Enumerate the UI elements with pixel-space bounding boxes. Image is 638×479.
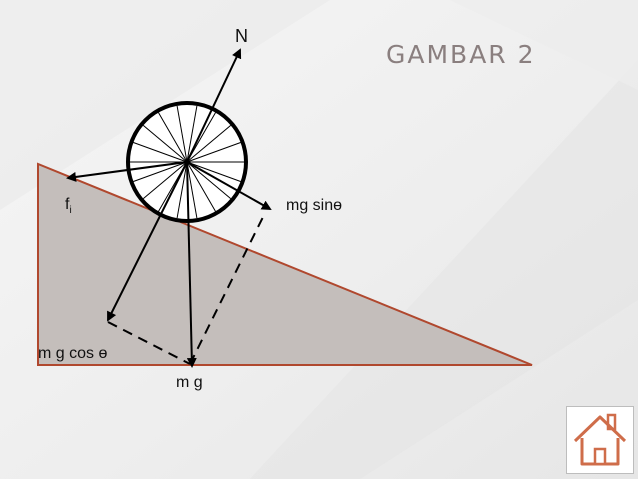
wheel-spoke: [186, 161, 232, 199]
label-friction-subscript: i: [69, 205, 72, 217]
wheel-spoke: [186, 161, 198, 219]
inclined-plane: [37, 162, 533, 366]
wheel-spoke: [158, 112, 188, 163]
label-weight: m g: [176, 374, 203, 391]
wheel-spoke: [142, 161, 188, 199]
home-button[interactable]: [566, 406, 634, 474]
label-normal-force: N: [235, 26, 248, 46]
mg-cos-arrow: [107, 161, 188, 322]
wheel-spoke: [133, 142, 188, 163]
label-mg-cos: m g cos ɵ: [38, 345, 108, 362]
dashed-line-sin: [189, 212, 266, 365]
label-mg-sin: mg sinɵ: [286, 197, 343, 214]
wheel-spoke: [186, 161, 216, 212]
wheel-spoke: [186, 161, 241, 182]
weight-arrow: [186, 161, 197, 368]
dashed-line-cos: [107, 321, 191, 365]
label-friction-main: f: [65, 196, 70, 213]
slide-title: GAMBAR 2: [386, 40, 536, 69]
normal-force-arrow: [186, 48, 242, 163]
wheel-spoke: [133, 161, 188, 182]
wheel-spoke: [186, 142, 241, 163]
wheel-spoke: [186, 125, 232, 163]
friction-arrow: [66, 161, 188, 182]
wheel-spoke: [186, 105, 198, 163]
wheel-spoke: [176, 161, 188, 219]
home-icon: [573, 413, 627, 466]
label-friction: fi: [65, 196, 72, 216]
wheel-spoke: [142, 125, 188, 163]
mg-sin-arrow: [186, 161, 272, 210]
wheel-spoke: [176, 105, 188, 163]
